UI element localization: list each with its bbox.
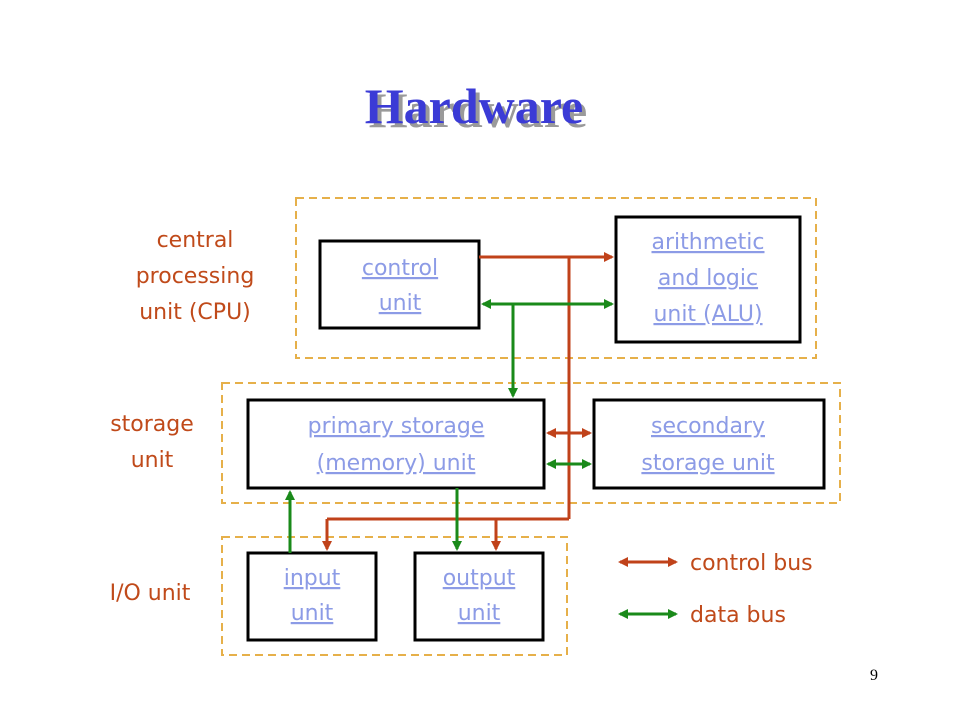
alu-line-2[interactable]: and logic — [658, 266, 758, 291]
legend-data-bus-label: data bus — [690, 603, 786, 628]
svg-text:unit (CPU): unit (CPU) — [139, 300, 251, 325]
legend: control bus data bus — [618, 551, 813, 628]
page-title-shadow: Hardware — [369, 82, 587, 138]
control-unit-line-2[interactable]: unit — [379, 291, 422, 316]
input-unit-line-1[interactable]: input — [284, 566, 341, 591]
secondary-storage-line-2[interactable]: storage unit — [641, 451, 775, 476]
primary-storage-line-2[interactable]: (memory) unit — [317, 451, 476, 476]
svg-text:processing: processing — [136, 264, 255, 289]
output-unit-box[interactable]: output unit — [413, 551, 545, 642]
svg-text:central: central — [157, 228, 234, 253]
alu-line-3[interactable]: unit (ALU) — [653, 302, 762, 327]
storage-group-border — [221, 382, 841, 504]
svg-text:unit: unit — [131, 448, 174, 473]
primary-storage-box[interactable]: primary storage (memory) unit — [246, 398, 546, 490]
svg-text:I/O unit: I/O unit — [110, 581, 191, 606]
legend-control-bus-label: control bus — [690, 551, 813, 576]
control-unit-line-1[interactable]: control — [362, 256, 438, 281]
output-unit-line-1[interactable]: output — [443, 566, 516, 591]
output-unit-line-2[interactable]: unit — [458, 601, 501, 626]
cpu-group-label: central processing unit (CPU) — [136, 228, 255, 325]
control-unit-box[interactable]: control unit — [318, 239, 481, 330]
alu-line-1[interactable]: arithmetic — [651, 230, 764, 255]
data-bus-lines — [285, 299, 614, 553]
cpu-group-border — [295, 197, 817, 359]
secondary-storage-line-1[interactable]: secondary — [651, 414, 765, 439]
input-unit-line-2[interactable]: unit — [291, 601, 334, 626]
storage-group-label: storage unit — [110, 412, 194, 473]
input-unit-box[interactable]: input unit — [246, 551, 378, 642]
svg-text:storage: storage — [110, 412, 194, 437]
primary-storage-line-1[interactable]: primary storage — [308, 414, 485, 439]
alu-box[interactable]: arithmetic and logic unit (ALU) — [614, 215, 802, 344]
secondary-storage-box[interactable]: secondary storage unit — [592, 398, 826, 490]
page-number: 9 — [870, 667, 878, 684]
io-group-border — [221, 536, 568, 656]
io-group-label: I/O unit — [110, 581, 191, 606]
page-title: Hardware — [365, 78, 583, 134]
